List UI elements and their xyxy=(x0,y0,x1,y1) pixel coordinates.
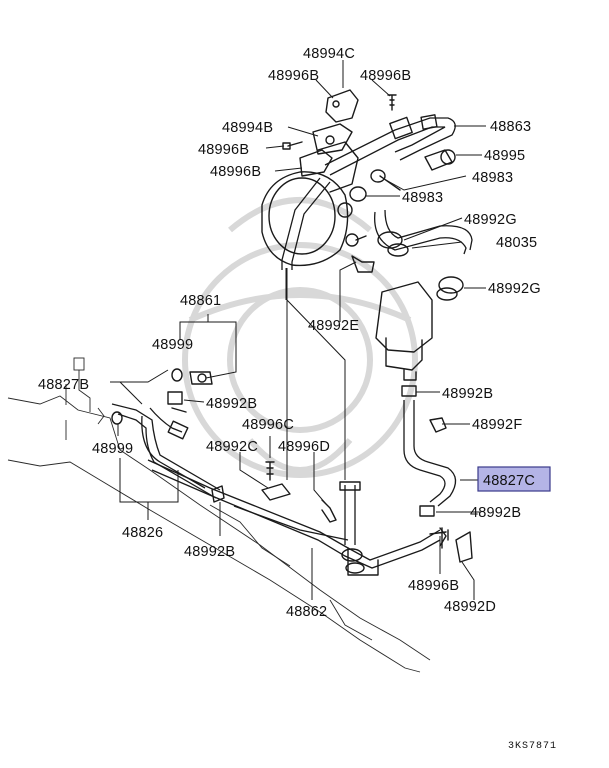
fittings-48995-48983 xyxy=(349,149,456,202)
label-48826: 48826 xyxy=(122,525,163,541)
label-48992D: 48992D xyxy=(444,599,496,615)
label-48994B: 48994B xyxy=(222,120,273,136)
part-labels: 48994C 48996B 48996B 48994B 48996B 48996… xyxy=(38,46,551,620)
highlight-box xyxy=(477,466,551,492)
label-48992E: 48992E xyxy=(308,318,359,334)
label-48827C[interactable]: 48827C xyxy=(483,473,535,489)
label-48992B: 48992B xyxy=(206,396,257,412)
label-48992C: 48992C xyxy=(206,439,258,455)
label-48999: 48999 xyxy=(152,337,193,353)
label-48862: 48862 xyxy=(286,604,327,620)
label-48996B: 48996B xyxy=(198,142,249,158)
bracket-48994C xyxy=(282,89,397,177)
label-48863: 48863 xyxy=(490,119,531,135)
label-48995: 48995 xyxy=(484,148,525,164)
reference-lines xyxy=(285,268,346,480)
label-48035: 48035 xyxy=(496,235,537,251)
fluid-reservoir xyxy=(351,255,433,381)
pressure-hose-48863 xyxy=(324,114,456,176)
label-48983: 48983 xyxy=(472,170,513,186)
label-48992B: 48992B xyxy=(442,386,493,402)
power-steering-pump xyxy=(261,141,367,267)
label-48999: 48999 xyxy=(92,441,133,457)
label-48983: 48983 xyxy=(402,190,443,206)
label-48992G: 48992G xyxy=(488,281,541,297)
pressure-hose-48826 xyxy=(111,391,221,499)
label-48992B: 48992B xyxy=(470,505,521,521)
label-48996D: 48996D xyxy=(278,439,330,455)
label-48996B: 48996B xyxy=(210,164,261,180)
label-48861: 48861 xyxy=(180,293,221,309)
label-48996C: 48996C xyxy=(242,417,294,433)
label-48996B: 48996B xyxy=(408,578,459,594)
mounting-hardware xyxy=(211,461,447,535)
leader-lines xyxy=(110,60,486,600)
label-48992F: 48992F xyxy=(472,417,522,433)
steering-gear-rack xyxy=(7,357,431,673)
watermark-emblem xyxy=(182,197,418,478)
pressure-line-48861 xyxy=(111,177,379,576)
label-48992G: 48992G xyxy=(464,212,517,228)
diagram-code: 3KS7871 xyxy=(508,741,557,752)
return-hose-48827C xyxy=(401,385,457,517)
label-48996B: 48996B xyxy=(268,68,319,84)
label-48996B: 48996B xyxy=(360,68,411,84)
label-48992B: 48992B xyxy=(184,544,235,560)
label-48994C: 48994C xyxy=(303,46,355,62)
label-48827B: 48827B xyxy=(38,377,89,393)
